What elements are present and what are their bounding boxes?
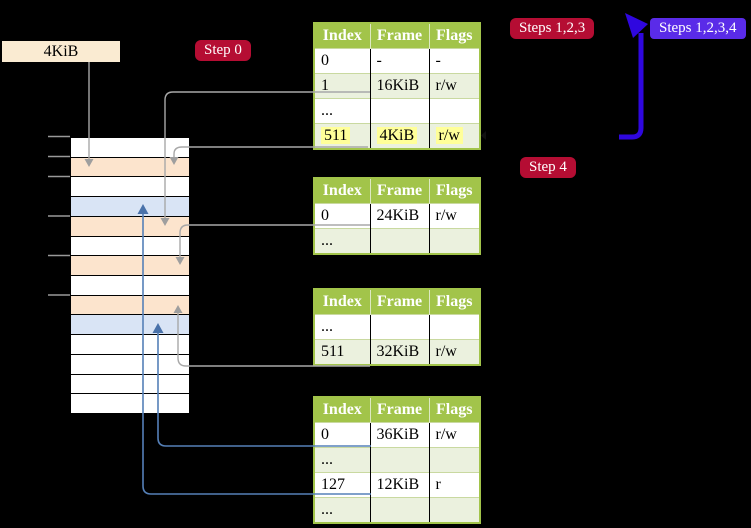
cell-index: 0	[314, 48, 371, 74]
cell-flags	[429, 98, 480, 124]
cell-frame: 36KiB	[370, 422, 430, 448]
table-row: ...	[314, 497, 480, 523]
col-header-frame: Frame	[370, 178, 430, 204]
col-header-frame: Frame	[370, 289, 430, 315]
badge-steps-1-2-3-4: Steps 1,2,3,4	[650, 18, 746, 39]
page-size-text: 4KiB	[43, 42, 79, 60]
col-header-flags: Flags	[429, 23, 480, 49]
badge-step-0: Step 0	[195, 40, 251, 61]
highlighted-value: 4KiB	[376, 127, 418, 144]
cell-frame	[370, 447, 430, 473]
memory-frame-row-white	[71, 394, 189, 414]
cell-flags	[429, 228, 480, 254]
memory-frame-row-white	[71, 354, 189, 375]
col-header-index: Index	[314, 23, 371, 49]
highlighted-value: 511	[321, 127, 351, 144]
memory-frame-row-white	[71, 236, 189, 257]
cell-frame	[370, 228, 430, 254]
cell-flags	[429, 447, 480, 473]
cell-flags: r/w	[429, 203, 480, 229]
cell-flags: r/w	[429, 123, 480, 149]
table-header-row: Index Frame Flags	[314, 397, 480, 423]
page-size-label: 4KiB	[2, 41, 120, 62]
page-table-3: Index Frame Flags ... 511 32KiB r/w	[313, 288, 481, 366]
cell-index: ...	[314, 497, 371, 523]
memory-frame-row-peach	[71, 216, 189, 237]
table-row: ...	[314, 447, 480, 473]
cell-index: 0	[314, 203, 371, 229]
page-table-2: Index Frame Flags 0 24KiB r/w ...	[313, 177, 481, 255]
badge-steps-1-2-3: Steps 1,2,3	[510, 18, 595, 39]
col-header-index: Index	[314, 397, 371, 423]
page-table-4: Index Frame Flags 0 36KiB r/w ... 127 12…	[313, 396, 481, 524]
cell-frame	[370, 497, 430, 523]
cell-index: 0	[314, 422, 371, 448]
cell-frame: -	[370, 48, 430, 74]
cell-index: ...	[314, 447, 371, 473]
col-header-flags: Flags	[429, 289, 480, 315]
row511-pointer-icon	[481, 131, 486, 140]
col-header-index: Index	[314, 289, 371, 315]
memory-frame-row-white	[71, 335, 189, 355]
table-row: ...	[314, 314, 480, 340]
table-row: 0 - -	[314, 48, 480, 74]
table-row: ...	[314, 228, 480, 254]
memory-frame-row-white	[71, 374, 189, 395]
table-row-highlighted: 511 4KiB r/w	[314, 123, 480, 149]
col-header-index: Index	[314, 178, 371, 204]
memory-frame-row-white	[71, 138, 189, 158]
table-row: 0 24KiB r/w	[314, 203, 480, 229]
cell-flags: -	[429, 48, 480, 74]
memory-frame-row-blue	[71, 197, 189, 217]
page-table-1: Index Frame Flags 0 - - 1 16KiB r/w ...	[313, 22, 481, 150]
col-header-frame: Frame	[370, 23, 430, 49]
cell-frame: 4KiB	[370, 123, 430, 149]
cell-index: 127	[314, 472, 371, 498]
cell-index: ...	[314, 314, 371, 340]
col-header-frame: Frame	[370, 397, 430, 423]
loop-back-arrow	[619, 13, 648, 140]
highlighted-value: r/w	[435, 127, 463, 144]
cell-index: 1	[314, 73, 371, 99]
table-header-row: Index Frame Flags	[314, 23, 480, 49]
cell-index: ...	[314, 228, 371, 254]
badge-step-4: Step 4	[520, 157, 576, 178]
cell-flags: r	[429, 472, 480, 498]
col-header-flags: Flags	[429, 178, 480, 204]
memory-frame-row-peach	[71, 256, 189, 277]
cell-frame	[370, 98, 430, 124]
cell-frame	[370, 314, 430, 340]
cell-flags	[429, 497, 480, 523]
cell-frame: 16KiB	[370, 73, 430, 99]
cell-flags: r/w	[429, 73, 480, 99]
cell-index: ...	[314, 98, 371, 124]
cell-flags: r/w	[429, 422, 480, 448]
memory-frame-row-peach	[71, 157, 189, 178]
cell-index: 511	[314, 339, 371, 365]
cell-frame: 24KiB	[370, 203, 430, 229]
cell-frame: 32KiB	[370, 339, 430, 365]
memory-frame-row-blue	[71, 315, 189, 336]
cell-flags	[429, 314, 480, 340]
cell-index: 511	[314, 123, 371, 149]
table-header-row: Index Frame Flags	[314, 178, 480, 204]
memory-frame-row-white	[71, 276, 189, 296]
col-header-flags: Flags	[429, 397, 480, 423]
table-row: 1 16KiB r/w	[314, 73, 480, 99]
table-header-row: Index Frame Flags	[314, 289, 480, 315]
cell-frame: 12KiB	[370, 472, 430, 498]
memory-frame-row-white	[71, 177, 189, 198]
memory-address-ticks	[48, 135, 70, 296]
table-row: ...	[314, 98, 480, 124]
table-row: 127 12KiB r	[314, 472, 480, 498]
table-row: 511 32KiB r/w	[314, 339, 480, 365]
cell-flags: r/w	[429, 339, 480, 365]
memory-frame-row-peach	[71, 295, 189, 316]
physical-memory-column	[70, 137, 190, 414]
table-row: 0 36KiB r/w	[314, 422, 480, 448]
